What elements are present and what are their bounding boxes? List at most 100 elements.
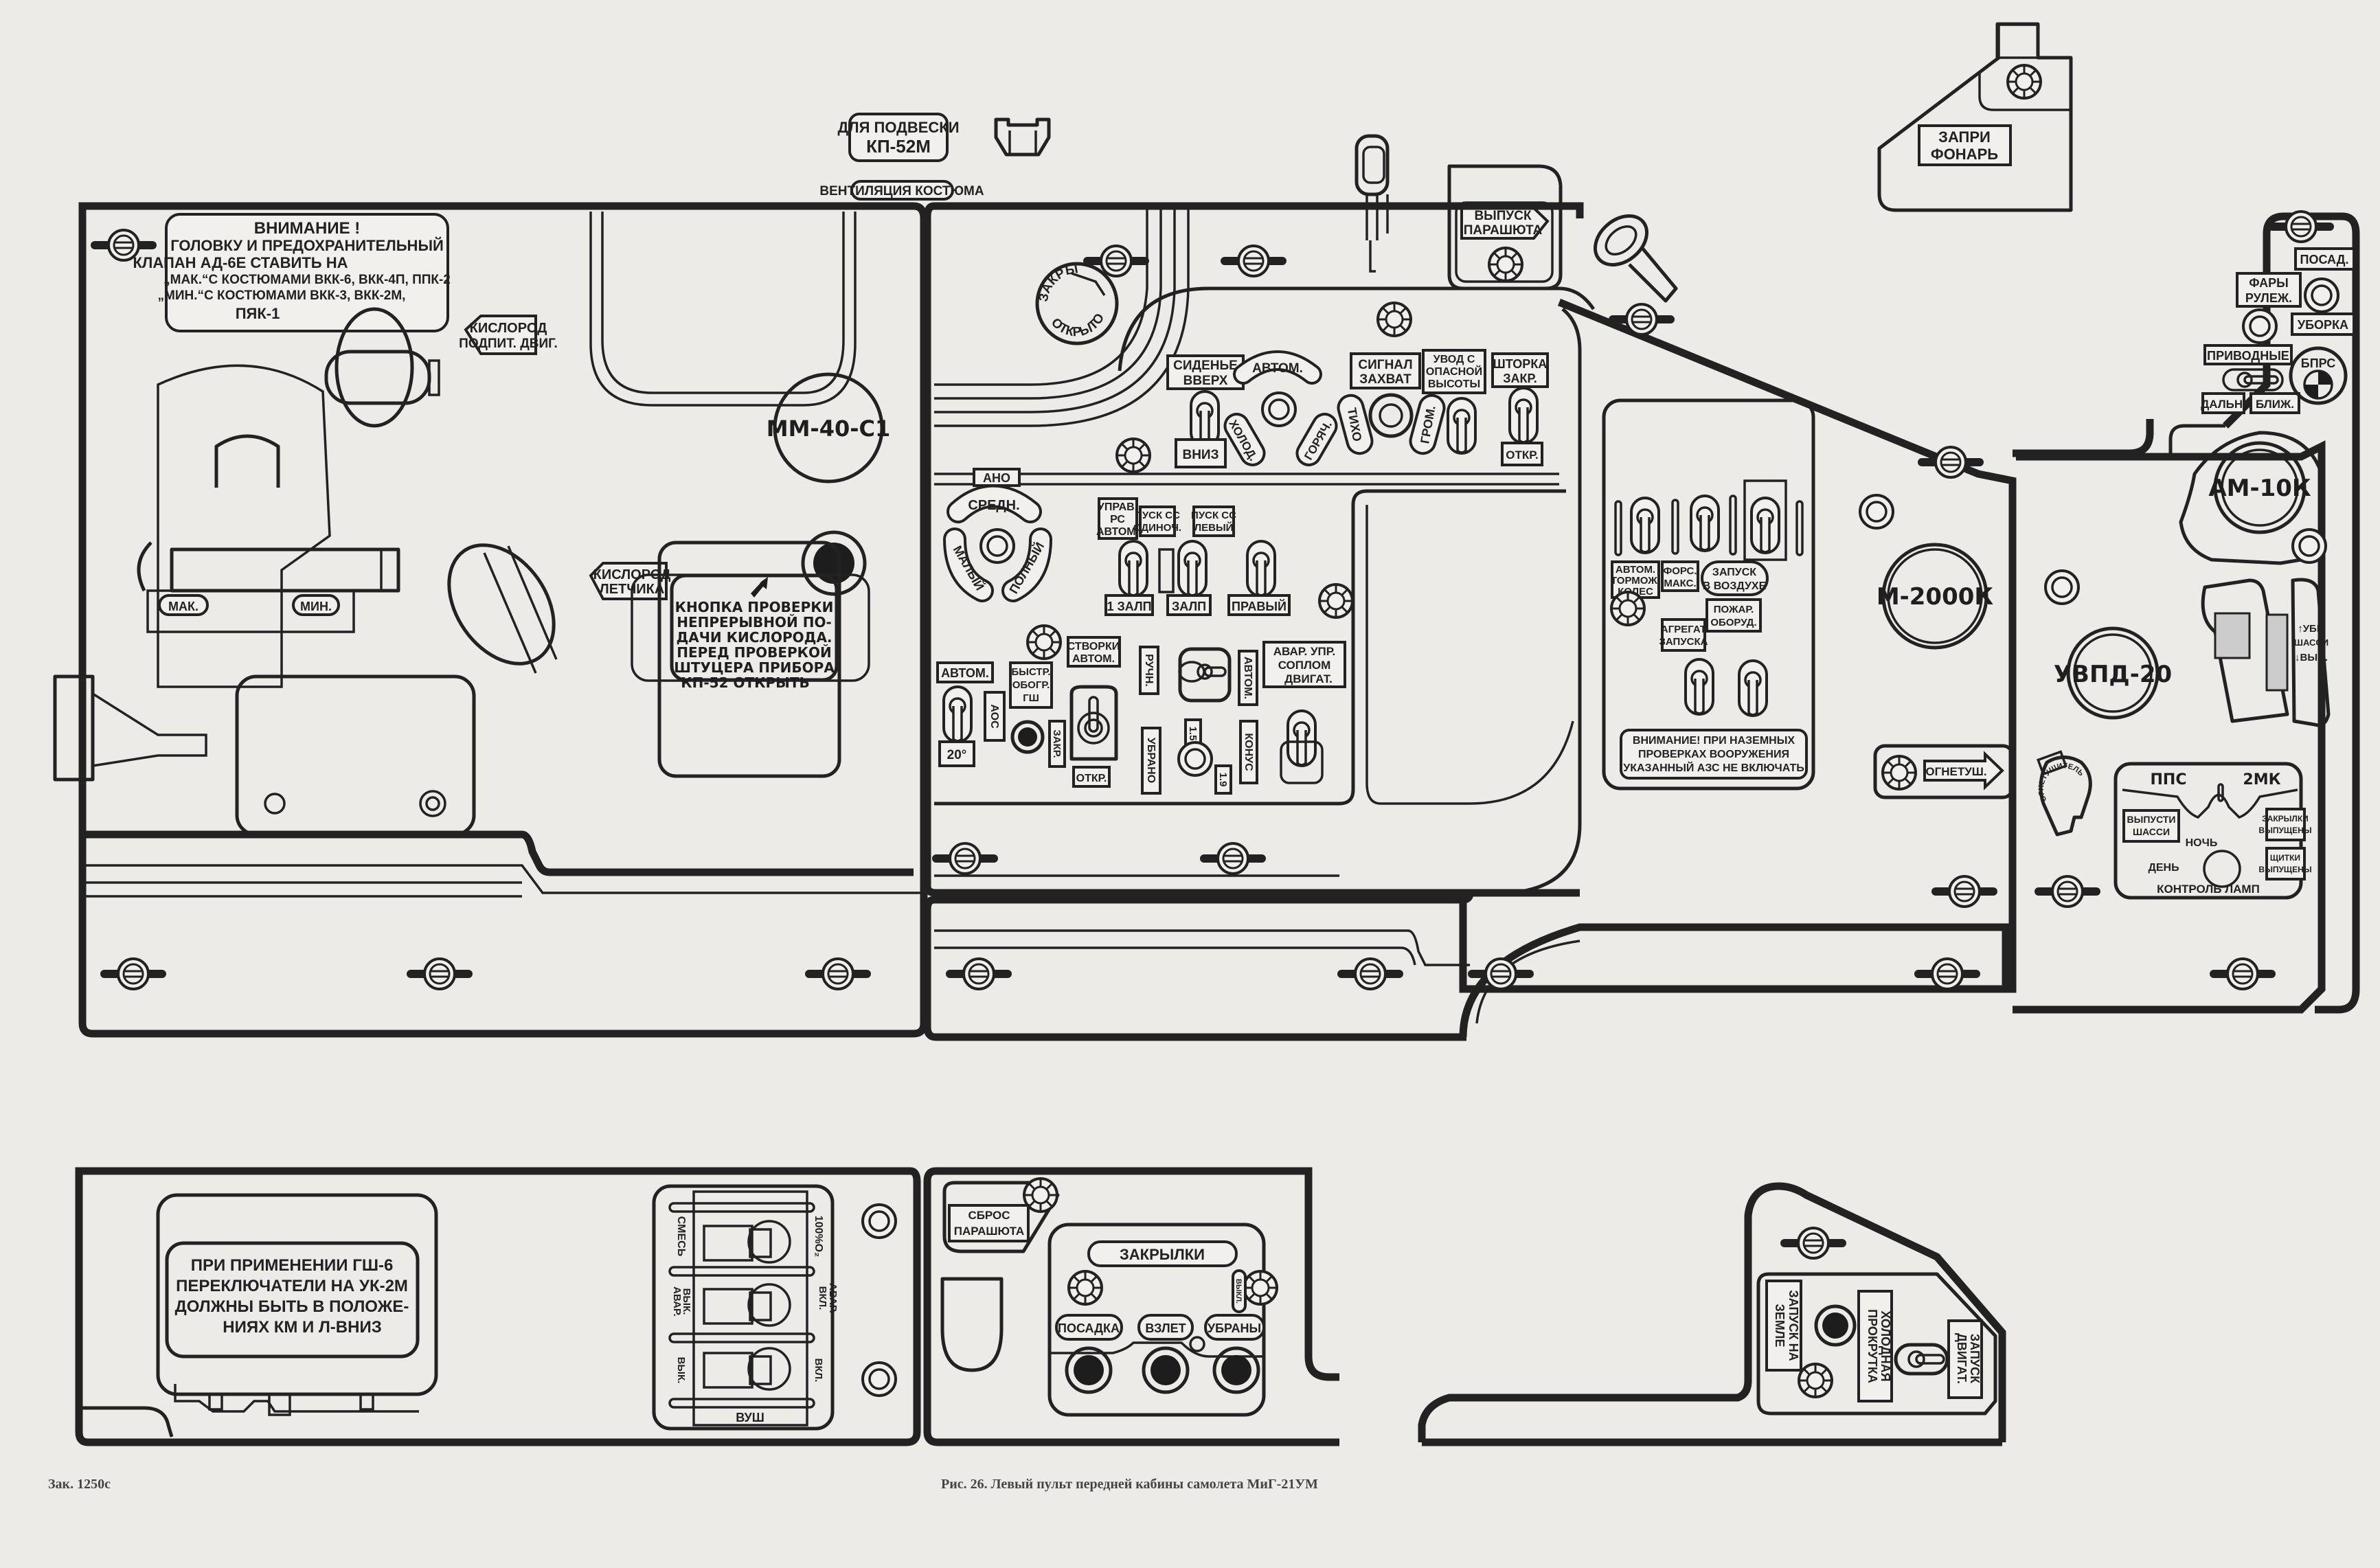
landing-lights-knob[interactable] — [2304, 277, 2339, 313]
oxygen-engine-text-1: КИСЛОРОД — [470, 321, 547, 336]
weapons-warning-line-2: ПРОВЕРКАХ ВООРУЖЕНИЯ — [1638, 749, 1789, 760]
mix-text: СМЕСЬ — [675, 1216, 687, 1256]
temp-knob[interactable] — [1261, 391, 1297, 427]
switch-guard-icon — [1158, 548, 1175, 593]
right-switch[interactable] — [1246, 540, 1276, 598]
gear-text-3: ↓ВЫП. — [2295, 652, 2328, 663]
top-grip-handle-icon[interactable] — [1355, 134, 1390, 273]
brake-switch[interactable] — [1630, 497, 1660, 554]
knurl-icon[interactable] — [1026, 624, 1062, 660]
warning-line-2: КЛАПАН АД-6Е СТАВИТЬ НА — [133, 254, 348, 271]
auto-nozzle-label: АВТОМ. — [1238, 650, 1258, 706]
ano-mid-label: СРЕДН. — [947, 484, 1042, 523]
ano-knob[interactable] — [979, 528, 1015, 564]
flaps-takeoff-button[interactable] — [1142, 1346, 1190, 1394]
homing-switch[interactable] — [2222, 368, 2284, 391]
oxygen-engine-valve[interactable] — [324, 307, 440, 428]
kp-check-line-4: ПЕРЕД ПРОВЕРКОЙ — [677, 644, 832, 661]
start-unit-text-1: АГРЕГАТ — [1661, 624, 1706, 635]
shutter-switch[interactable] — [1508, 387, 1539, 444]
aos-switch[interactable] — [942, 685, 973, 743]
gear-text-2: ШАССИ — [2294, 637, 2328, 648]
oxygen-pilot-valve[interactable] — [427, 525, 575, 683]
escape-alt-switch[interactable] — [1447, 397, 1477, 455]
knob-icon[interactable] — [2291, 528, 2327, 564]
canopy-lock-panel: ЗАПРИ ФОНАРЬ — [1877, 22, 2073, 212]
canopy-lock-knurl-icon[interactable] — [2006, 64, 2042, 100]
mm40-gauge: ММ-40-С1 — [767, 372, 891, 484]
heat-button[interactable] — [1010, 720, 1045, 754]
screw-icon — [1914, 959, 1980, 989]
chute-release-knurl-icon[interactable] — [1488, 247, 1523, 282]
auto-nozzle-text: АВТОМ. — [1242, 657, 1254, 699]
bottom-flaps-panel: СБРОС ПАРАШЮТА ЗАКРЫЛКИ ВЫКЛ. ПОСАДКА ВЗ… — [923, 1167, 1339, 1446]
deg20-text: 20° — [947, 748, 967, 762]
engine-start-text-1: ЗАПУСК — [1968, 1334, 1982, 1384]
shutter-open-label: ОТКР. — [1501, 442, 1543, 466]
flaps-retract-button[interactable] — [1212, 1346, 1260, 1394]
hot-label: ГОРЯЧ. — [1295, 413, 1338, 466]
ss-left-label: ПУСК СС ЛЕВЫЙ — [1191, 505, 1236, 537]
ground-start-button[interactable] — [1814, 1304, 1857, 1347]
knob-icon[interactable] — [861, 1203, 897, 1239]
chute-release-panel[interactable]: ВЫПУСК ПАРАШЮТА — [1447, 164, 1563, 291]
emergency-switch[interactable] — [703, 1283, 791, 1327]
gear-down-text-2: ШАССИ — [2133, 826, 2170, 837]
guarded-switch[interactable] — [1069, 685, 1118, 761]
closed-text: ЗАКР. — [1051, 729, 1063, 758]
fire-eq-switch[interactable] — [1738, 659, 1768, 717]
warning-line-4: „МИН.“С КОСТЮМАМИ ВКК-3, ВКК-2М, — [158, 288, 406, 303]
shields-down-text-2: ВЫПУЩЕНЫ — [2258, 865, 2311, 874]
engine-start-switch[interactable] — [1894, 1343, 1949, 1376]
volume-knob[interactable] — [1368, 393, 1414, 438]
seat-up-label: СИДЕНЬЕ ВВЕРХ — [1166, 354, 1245, 390]
gear-lever[interactable]: ↑УБР. ШАССИ ↓ВЫП. — [2201, 578, 2331, 727]
chute-drop-handle[interactable]: СБРОС ПАРАШЮТА — [942, 1177, 1060, 1253]
knurl-icon[interactable] — [1881, 755, 1917, 791]
taxi-lights-knob[interactable] — [2242, 308, 2278, 344]
screw-icon — [100, 959, 166, 989]
knurl-icon[interactable] — [1067, 1270, 1103, 1306]
aos-label: АОС — [984, 691, 1006, 742]
knob-icon[interactable] — [1859, 494, 1894, 530]
bprs-indicator: БПРС — [2289, 346, 2348, 405]
v19-label: 1.9 — [1214, 764, 1232, 795]
start-unit-switch[interactable] — [1684, 658, 1714, 716]
kp52-mount-text-2: КП-52М — [866, 136, 931, 157]
knob-icon[interactable] — [2044, 569, 2080, 605]
salvo-switch[interactable] — [1177, 540, 1208, 598]
closed-label: ЗАКР. — [1048, 720, 1066, 768]
mix-o2-switch[interactable] — [703, 1220, 791, 1264]
nozzle-emerg-switch[interactable] — [1287, 709, 1317, 767]
flaps-auto-label: СТВОРКИ АВТОМ. — [1067, 636, 1121, 668]
salvo1-switch[interactable] — [1118, 540, 1148, 598]
knob-icon[interactable] — [861, 1361, 897, 1397]
kp52-mount-label: ДЛЯ ПОДВЕСКИ КП-52М — [837, 113, 960, 162]
flaps-down-text-2: ВЫПУЩЕНЫ — [2258, 826, 2311, 835]
cone-knob[interactable] — [1177, 741, 1213, 777]
seat-down-label: ВНИЗ — [1175, 438, 1227, 468]
knurl-icon[interactable] — [1318, 583, 1354, 619]
knurl-icon[interactable] — [1243, 1270, 1278, 1306]
near-text: БЛИЖ. — [2256, 398, 2294, 411]
extinguisher-button[interactable]: ОГНЕТУШ. — [1873, 744, 2015, 799]
heat-text-2: ОБОГР. — [1012, 679, 1050, 691]
dimmer-knob[interactable] — [2203, 850, 2241, 888]
knurl-icon[interactable] — [1115, 438, 1151, 473]
guarded-switch-base — [1280, 740, 1324, 784]
oxygen-check-button[interactable] — [801, 530, 867, 596]
min-label: МИН. — [300, 600, 332, 613]
flaps-landing-button[interactable] — [1065, 1346, 1113, 1394]
nozzle-switch[interactable] — [1178, 647, 1232, 703]
knurl-icon[interactable] — [1798, 1363, 1833, 1398]
air-start-switch[interactable] — [1750, 497, 1780, 554]
knurl-icon[interactable] — [1610, 591, 1646, 626]
knurl-icon[interactable] — [1376, 302, 1412, 337]
screw-icon — [1931, 876, 1997, 907]
afterburner-switch[interactable] — [1690, 495, 1720, 552]
mm40-gauge-text: ММ-40-С1 — [767, 416, 891, 442]
bprs-text: БПРС — [2301, 356, 2335, 370]
seat-down-text: ВНИЗ — [1182, 448, 1219, 462]
gsh-note-line-2: ПЕРЕКЛЮЧАТЕЛИ НА УК-2М — [176, 1277, 408, 1295]
vush-onoff-switch[interactable] — [703, 1347, 791, 1391]
